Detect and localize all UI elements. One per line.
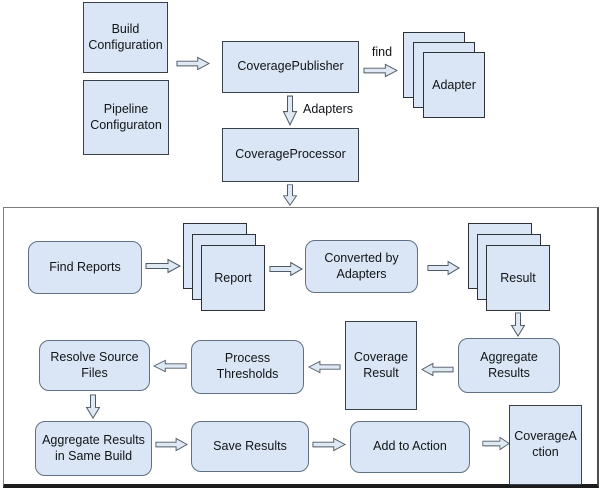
node-adapter-stack: Adapter: [403, 32, 489, 122]
node-add-to-action: Add to Action: [350, 421, 470, 473]
node-aggregate-results: Aggregate Results: [458, 338, 560, 393]
node-coverage-action: CoverageAction: [509, 405, 582, 485]
result-page-front: Result: [486, 245, 550, 311]
arrow-result-to-aggregate-icon: [510, 312, 526, 337]
processor-flow-container: [3, 207, 599, 488]
node-coverage-processor: CoverageProcessor: [222, 128, 359, 182]
report-page-front: Report: [201, 245, 265, 311]
edge-label-adapters: Adapters: [303, 102, 354, 116]
node-resolve-source-files: Resolve Source Files: [39, 340, 150, 391]
arrow-publisher-to-processor-icon: [282, 95, 298, 126]
arrow-save-to-add-to-action-icon: [312, 437, 346, 452]
arrow-processor-to-flow-icon: [282, 184, 298, 206]
arrow-aggregate-same-build-to-save-icon: [155, 437, 188, 452]
arrow-converted-to-result-icon: [427, 260, 460, 276]
node-report-stack: Report: [183, 223, 269, 315]
node-pipeline-configuration: Pipeline Configuraton: [83, 80, 169, 155]
arrow-resolve-to-aggregate-same-build-icon: [85, 394, 101, 419]
node-result-stack: Result: [468, 223, 554, 315]
arrow-report-to-converted-icon: [269, 261, 303, 277]
node-find-reports: Find Reports: [28, 241, 142, 294]
arrow-publisher-to-adapter-icon: [363, 63, 398, 78]
node-coverage-result: Coverage Result: [345, 321, 417, 410]
adapter-page-front: Adapter: [423, 52, 485, 118]
arrow-process-to-resolve-icon: [153, 359, 187, 373]
arrow-find-reports-to-report-icon: [145, 258, 181, 274]
node-coverage-publisher: CoveragePublisher: [222, 41, 359, 93]
arrow-add-to-action-to-coverage-action-icon: [482, 436, 510, 451]
node-converted-by-adapters: Converted by Adapters: [305, 240, 418, 293]
arrow-coverage-result-to-process-icon: [308, 360, 341, 374]
edge-label-find: find: [371, 45, 393, 59]
node-process-thresholds: Process Thresholds: [191, 340, 304, 394]
node-build-configuration: Build Configuration: [83, 2, 168, 73]
arrow-aggregate-to-coverage-result-icon: [421, 362, 454, 377]
node-save-results: Save Results: [191, 421, 309, 472]
arrow-build-config-to-publisher-icon: [176, 56, 210, 71]
node-aggregate-results-same-build: Aggregate Results in Same Build: [35, 421, 152, 476]
